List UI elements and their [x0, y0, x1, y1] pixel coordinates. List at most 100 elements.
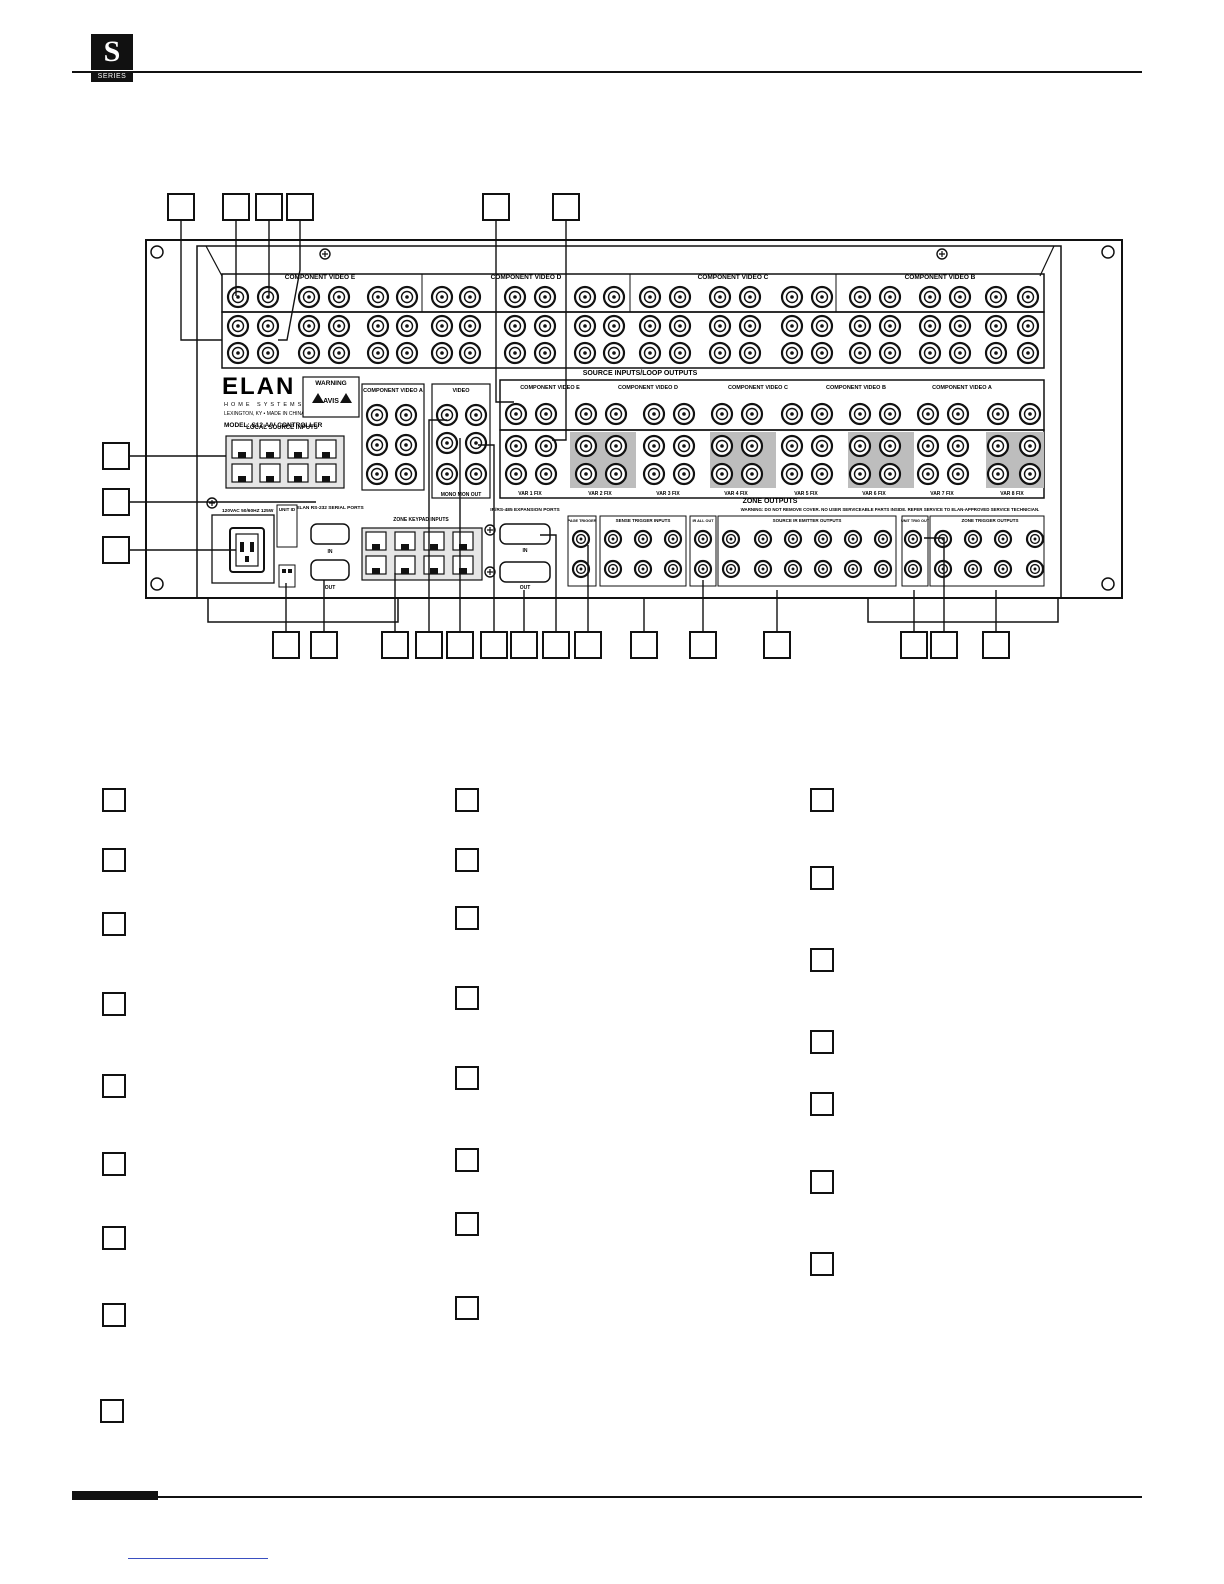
rca-jack-pin	[881, 567, 885, 571]
rca-jack-ring	[697, 533, 709, 545]
screw-slot	[487, 569, 493, 575]
rca-jack-pin	[1033, 567, 1037, 571]
rca-jack-ring	[907, 563, 919, 575]
rca-jack-ring	[745, 439, 759, 453]
rca-jack-pin	[821, 567, 825, 571]
rca-jack-pin	[888, 472, 892, 476]
rca-jack-pin	[888, 295, 892, 299]
rca-jack-ring	[677, 407, 691, 421]
legend-number-box	[810, 1252, 834, 1276]
rca-jack-ring	[509, 407, 523, 421]
rca-jack-ring	[991, 467, 1005, 481]
rca-jack-pin	[337, 351, 341, 355]
rca-jack-pin	[543, 351, 547, 355]
rca-jack-pin	[1028, 412, 1032, 416]
rca-jack-ring	[302, 346, 316, 360]
rca-jack-pin	[791, 537, 795, 541]
rca-jack-pin	[1026, 351, 1030, 355]
rca-jack-pin	[612, 295, 616, 299]
rca-jack-ring	[538, 290, 552, 304]
rca-jack-ring	[637, 533, 649, 545]
power-block	[211, 514, 275, 584]
rca-jack-pin	[858, 324, 862, 328]
zone-group-label: COMPONENT VIDEO C	[728, 385, 788, 391]
rca-jack-ring	[991, 439, 1005, 453]
rca-jack-ring	[579, 407, 593, 421]
rca-jack-pin	[544, 472, 548, 476]
callout-box	[574, 631, 602, 659]
legend-number-box	[810, 1092, 834, 1116]
rca-jack-pin	[928, 351, 932, 355]
footer-link-underline	[128, 1558, 268, 1559]
rca-jack-ring	[371, 346, 385, 360]
rca-jack-ring	[815, 407, 829, 421]
rj45-latch	[459, 544, 467, 550]
rca-jack-pin	[748, 295, 752, 299]
rca-jack-pin	[761, 537, 765, 541]
rca-jack-pin	[266, 324, 270, 328]
rca-jack-pin	[881, 537, 885, 541]
rca-jack-pin	[994, 295, 998, 299]
rca-jack-ring	[997, 533, 1009, 545]
rca-jack-ring	[877, 563, 889, 575]
brand-location: LEXINGTON, KY • MADE IN CHINA	[224, 411, 305, 417]
rca-jack-pin	[579, 537, 583, 541]
rca-jack-ring	[673, 319, 687, 333]
rca-jack-pin	[405, 324, 409, 328]
rca-jack-ring	[579, 439, 593, 453]
rca-jack-pin	[641, 567, 645, 571]
rca-jack-pin	[375, 472, 379, 476]
rj45-latch	[372, 568, 380, 574]
rca-jack-pin	[671, 567, 675, 571]
rca-jack-pin	[543, 324, 547, 328]
brand-logo: ELAN	[222, 373, 295, 400]
rj45-latch	[401, 544, 409, 550]
zone-var-label: VAR 6 FIX	[862, 491, 886, 497]
rca-jack-ring	[815, 467, 829, 481]
rca-jack-pin	[583, 351, 587, 355]
rca-jack-ring	[853, 407, 867, 421]
rca-jack-ring	[937, 563, 949, 575]
rca-jack-ring	[607, 319, 621, 333]
rca-jack-pin	[544, 412, 548, 416]
legend-number-box	[455, 986, 479, 1010]
rca-jack-pin	[718, 295, 722, 299]
rca-jack-pin	[996, 444, 1000, 448]
series-logo: S SERIES	[91, 34, 133, 82]
callout-box	[480, 631, 508, 659]
rca-jack-ring	[575, 563, 587, 575]
rca-jack-pin	[474, 441, 478, 445]
rca-jack-ring	[1021, 290, 1035, 304]
rca-jack-pin	[584, 444, 588, 448]
rca-jack-pin	[720, 412, 724, 416]
rca-jack-ring	[815, 439, 829, 453]
rj45-latch	[322, 476, 330, 482]
rca-jack-ring	[508, 290, 522, 304]
zone-group-label: COMPONENT VIDEO B	[826, 385, 886, 391]
rca-jack-pin	[996, 472, 1000, 476]
rca-jack-pin	[1001, 567, 1005, 571]
rca-jack-pin	[790, 295, 794, 299]
rca-jack-ring	[463, 319, 477, 333]
rca-jack-pin	[701, 567, 705, 571]
rca-jack-ring	[815, 319, 829, 333]
rca-jack-pin	[474, 413, 478, 417]
rj45-latch	[294, 476, 302, 482]
rca-jack-pin	[994, 351, 998, 355]
rca-jack-pin	[337, 295, 341, 299]
warning-triangle-icon	[340, 393, 352, 403]
rca-jack-pin	[821, 537, 825, 541]
callout-box	[763, 631, 791, 659]
rca-jack-pin	[1028, 444, 1032, 448]
rca-jack-ring	[787, 563, 799, 575]
db15-out	[499, 561, 551, 583]
legend-number-box	[100, 1399, 124, 1423]
rca-jack-ring	[785, 346, 799, 360]
rca-jack-pin	[440, 324, 444, 328]
rs232-in-label: IN	[328, 549, 333, 555]
callout-box	[630, 631, 658, 659]
rca-jack-ring	[953, 319, 967, 333]
model-label: MODEL: S12 A/V CONTROLLER	[224, 422, 323, 429]
db9-out	[310, 559, 350, 581]
rca-jack-ring	[667, 563, 679, 575]
